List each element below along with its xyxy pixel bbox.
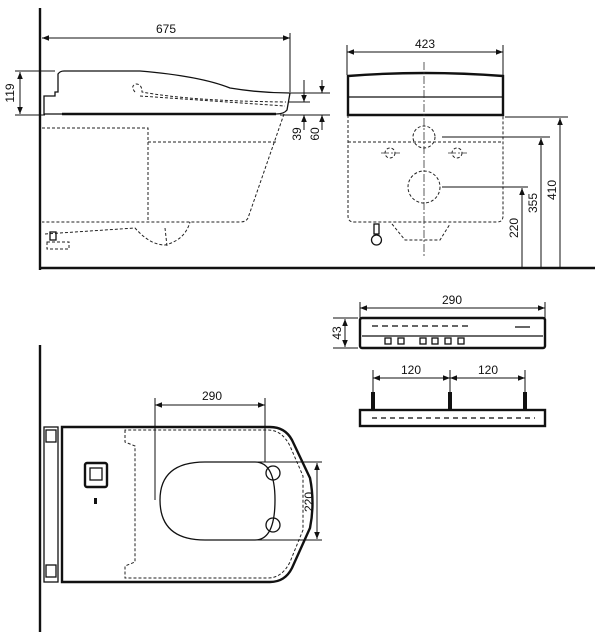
front-view: 423 220 355 410 bbox=[330, 37, 595, 270]
top-view: 290 220 bbox=[38, 345, 322, 632]
dim-spacing-right: 120 bbox=[478, 363, 498, 377]
dim-width-side: 675 bbox=[156, 22, 176, 36]
dim-remote-height: 43 bbox=[330, 326, 344, 340]
dim-width-front: 423 bbox=[415, 37, 435, 51]
control-panel-icon bbox=[83, 461, 109, 504]
dim-gap-b: 60 bbox=[308, 127, 322, 141]
dim-gap-a: 39 bbox=[290, 127, 304, 141]
remote-control-front: 290 43 bbox=[330, 293, 547, 350]
dim-seat-height: 119 bbox=[3, 83, 17, 102]
dim-top-depth: 220 bbox=[302, 492, 316, 512]
dim-height-410: 410 bbox=[545, 180, 559, 200]
seat-outline bbox=[159, 461, 276, 541]
front-seat bbox=[346, 71, 505, 117]
dim-height-220: 220 bbox=[507, 218, 521, 238]
valve-icon bbox=[370, 223, 383, 246]
toilet-outline bbox=[60, 425, 314, 584]
valve-icon bbox=[46, 231, 70, 250]
seat-profile bbox=[43, 70, 291, 115]
remote-control-mount: 120 120 bbox=[358, 363, 547, 428]
dim-top-width: 290 bbox=[202, 389, 222, 403]
dim-spacing-left: 120 bbox=[401, 363, 421, 377]
side-view: 675 119 39 60 bbox=[3, 8, 330, 270]
dim-remote-width: 290 bbox=[442, 293, 462, 307]
dim-height-355: 355 bbox=[526, 193, 540, 213]
